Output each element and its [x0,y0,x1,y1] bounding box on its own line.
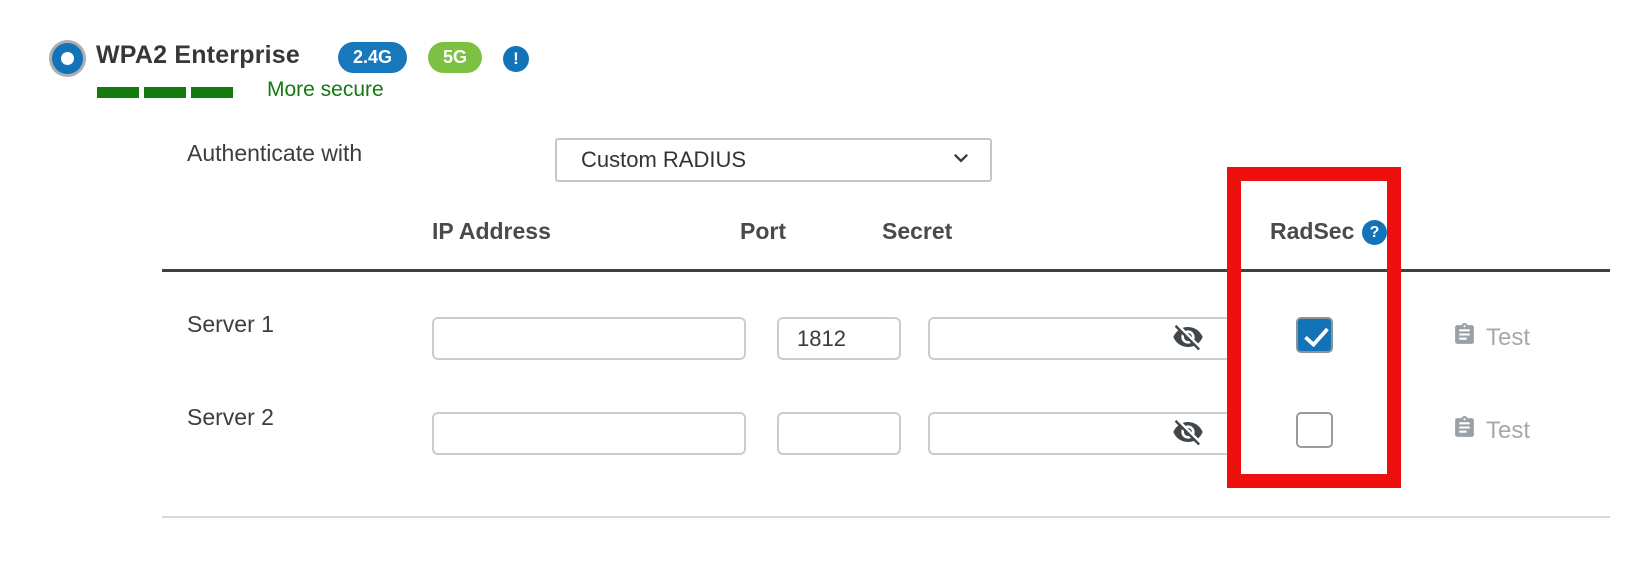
server-1-port-input[interactable] [777,317,901,360]
band-badge-5g: 5G [428,42,483,73]
table-header-divider [162,269,1610,272]
strength-bar [144,87,186,98]
server-2-label: Server 2 [187,404,274,430]
section-divider [162,516,1610,518]
server-1-test-button[interactable]: Test [1452,322,1530,354]
eye-slash-icon [1172,416,1204,451]
server-2-toggle-secret-visibility[interactable] [1168,416,1208,450]
clipboard-icon [1452,322,1477,354]
alert-info-icon[interactable]: ! [503,46,529,72]
authenticate-with-label: Authenticate with [187,140,363,166]
server-1-toggle-secret-visibility[interactable] [1168,321,1208,355]
authenticate-with-select[interactable]: Custom RADIUS [555,138,992,182]
server-1-ip-address-input[interactable] [432,317,746,360]
server-2-ip-address-input[interactable] [432,412,746,455]
server-2-port-input[interactable] [777,412,901,455]
chevron-down-icon [950,147,972,174]
test-button-label: Test [1486,324,1531,351]
selected-option-label: Custom RADIUS [581,147,747,172]
server-2-radsec-checkbox[interactable] [1296,412,1333,448]
eye-slash-icon [1172,321,1204,356]
server-1-radsec-checkbox[interactable] [1296,317,1333,353]
column-header-radsec: RadSec [1270,218,1355,244]
clipboard-icon [1452,415,1477,447]
radsec-help-icon[interactable]: ? [1362,220,1387,245]
column-header-secret: Secret [882,218,953,244]
band-badge-2-4g: 2.4G [338,42,408,73]
strength-bar [97,87,139,98]
column-header-port: Port [740,218,786,244]
more-secure-label: More secure [267,78,384,101]
column-header-ip-address: IP Address [432,218,551,244]
wpa2-enterprise-radio[interactable] [52,43,83,74]
server-2-test-button[interactable]: Test [1452,415,1530,447]
test-button-label: Test [1486,417,1531,444]
security-option-title: WPA2 Enterprise [96,41,300,69]
server-1-label: Server 1 [187,311,274,337]
security-strength-bars [97,87,233,98]
strength-bar [191,87,233,98]
